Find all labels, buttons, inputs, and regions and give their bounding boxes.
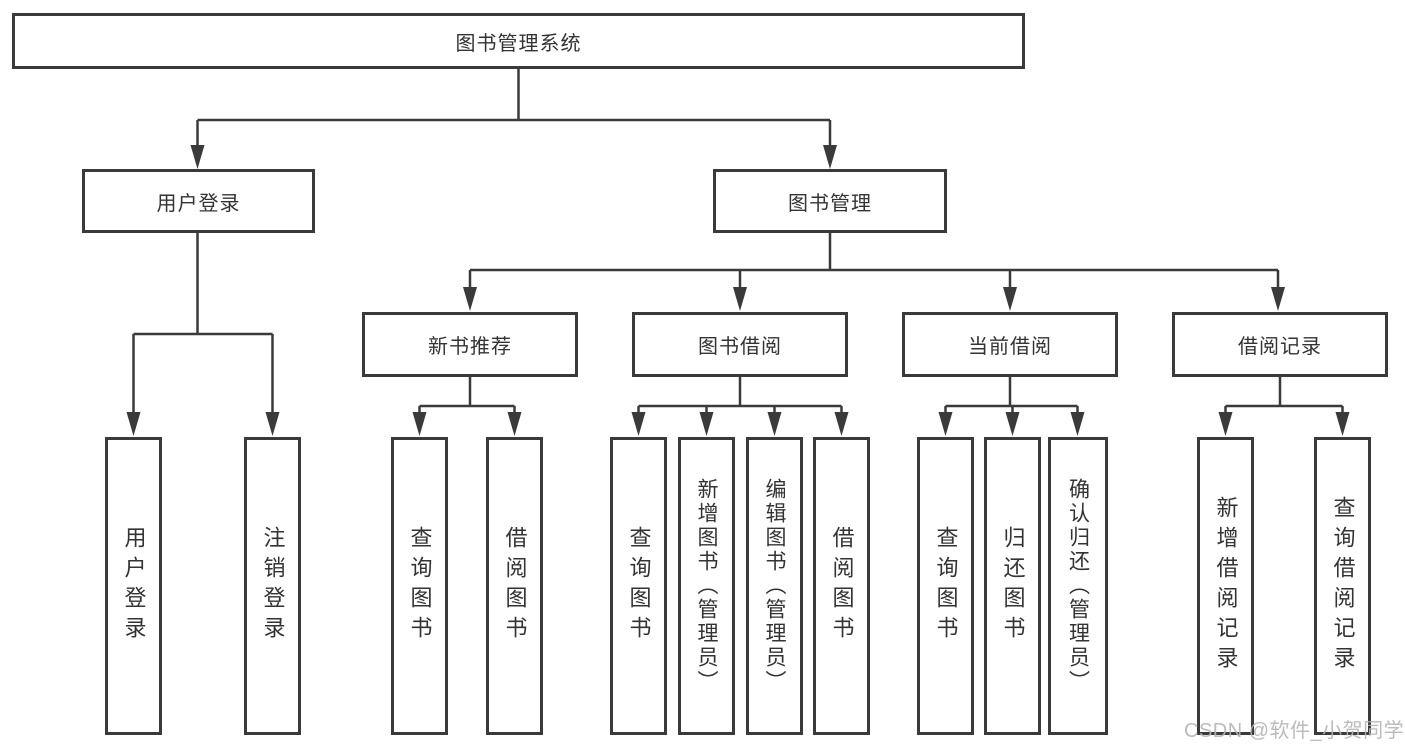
leaf-add-books-admin: 新增图书（管理员） — [678, 437, 735, 735]
leaf-query-borrow-record-label: 查询借阅记录 — [1330, 496, 1356, 676]
node-user-login: 用户登录 — [82, 169, 315, 233]
leaf-user-login-label: 用户登录 — [121, 526, 147, 646]
node-root-label: 图书管理系统 — [455, 32, 582, 55]
node-root-system: 图书管理系统 — [12, 13, 1025, 69]
node-borrow-records-label: 借阅记录 — [1238, 336, 1322, 358]
leaf-add-borrow-record-label: 新增借阅记录 — [1213, 496, 1239, 676]
leaf-return-books-label: 归还图书 — [1000, 526, 1026, 646]
csdn-watermark: CSDN @软件_小贺同学 — [1184, 720, 1405, 742]
node-current-borrow-label: 当前借阅 — [968, 336, 1052, 358]
node-book-management: 图书管理 — [713, 169, 947, 233]
leaf-logout-label: 注销登录 — [260, 526, 286, 646]
leaf-query-books-borrow: 查询图书 — [610, 437, 667, 735]
leaf-add-borrow-record: 新增借阅记录 — [1197, 437, 1254, 735]
node-book-borrow-label: 图书借阅 — [698, 336, 782, 358]
leaf-edit-books-admin: 编辑图书（管理员） — [746, 437, 803, 735]
node-book-borrow: 图书借阅 — [632, 312, 848, 377]
node-new-book-recommend: 新书推荐 — [362, 312, 578, 377]
leaf-borrow-books: 借阅图书 — [813, 437, 870, 735]
leaf-query-books-current-label: 查询图书 — [933, 526, 959, 646]
leaf-query-books-recommend-label: 查询图书 — [407, 526, 433, 646]
node-borrow-records: 借阅记录 — [1172, 312, 1388, 377]
leaf-borrow-books-recommend: 借阅图书 — [486, 437, 543, 735]
leaf-return-books: 归还图书 — [984, 437, 1041, 735]
leaf-confirm-return-admin-label: 确认归还（管理员） — [1066, 478, 1090, 694]
leaf-add-books-admin-label: 新增图书（管理员） — [695, 478, 718, 694]
leaf-borrow-books-label: 借阅图书 — [829, 526, 855, 646]
leaf-query-books-borrow-label: 查询图书 — [626, 526, 652, 646]
leaf-query-borrow-record: 查询借阅记录 — [1314, 437, 1371, 735]
leaf-query-books-current: 查询图书 — [917, 437, 974, 735]
node-current-borrow: 当前借阅 — [902, 312, 1118, 377]
node-book-management-label: 图书管理 — [788, 192, 872, 215]
leaf-logout: 注销登录 — [244, 437, 301, 735]
leaf-user-login: 用户登录 — [105, 437, 162, 735]
leaf-query-books-recommend: 查询图书 — [391, 437, 448, 735]
leaf-confirm-return-admin: 确认归还（管理员） — [1048, 437, 1108, 735]
node-user-login-label: 用户登录 — [156, 192, 241, 215]
leaf-borrow-books-recommend-label: 借阅图书 — [502, 526, 528, 646]
leaf-edit-books-admin-label: 编辑图书（管理员） — [763, 478, 786, 694]
node-new-book-recommend-label: 新书推荐 — [428, 336, 512, 358]
